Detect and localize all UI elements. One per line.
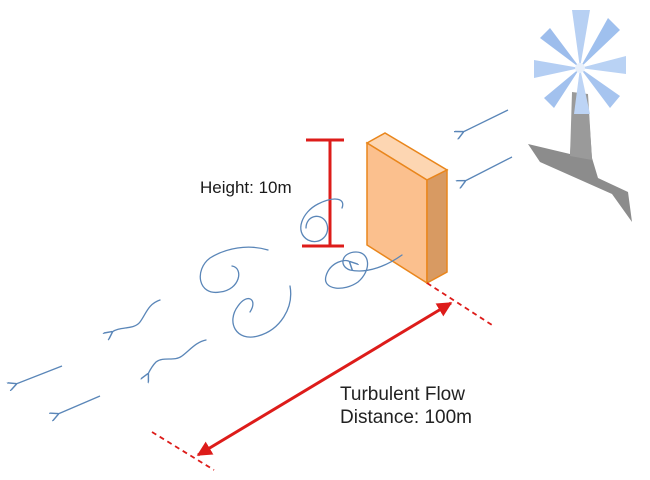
eddy [325, 251, 403, 289]
swirl-arrow [148, 339, 207, 374]
wind-arrow [16, 365, 63, 384]
distance-end-dashed [426, 282, 493, 326]
height-label: Height: 10m [200, 178, 292, 197]
distance-arrow [196, 301, 453, 457]
wind-arrow [58, 395, 101, 414]
distance-label: Distance: 100m [340, 406, 473, 428]
wind-turbine-icon [528, 10, 632, 222]
distance-measure [151, 282, 493, 471]
eddy [300, 198, 344, 243]
turbulent-flow-label: Turbulent Flow Distance: 100m [340, 384, 472, 430]
building-side [426, 168, 448, 285]
turbine-base [528, 96, 632, 222]
building-block-icon [365, 132, 449, 285]
wind-arrow [465, 156, 513, 181]
wind-arrow [463, 109, 509, 132]
turbulent-flow-title: Turbulent Flow [340, 384, 465, 405]
distance-start-dashed [151, 431, 215, 471]
height-measure [302, 138, 344, 248]
incoming-wind [463, 109, 513, 181]
eddy [199, 246, 269, 293]
eddy [232, 285, 292, 338]
turbulent-eddies [112, 198, 403, 374]
outgoing-wind [16, 365, 101, 414]
turbine-rotor [534, 10, 626, 114]
swirl-arrow [112, 299, 161, 332]
